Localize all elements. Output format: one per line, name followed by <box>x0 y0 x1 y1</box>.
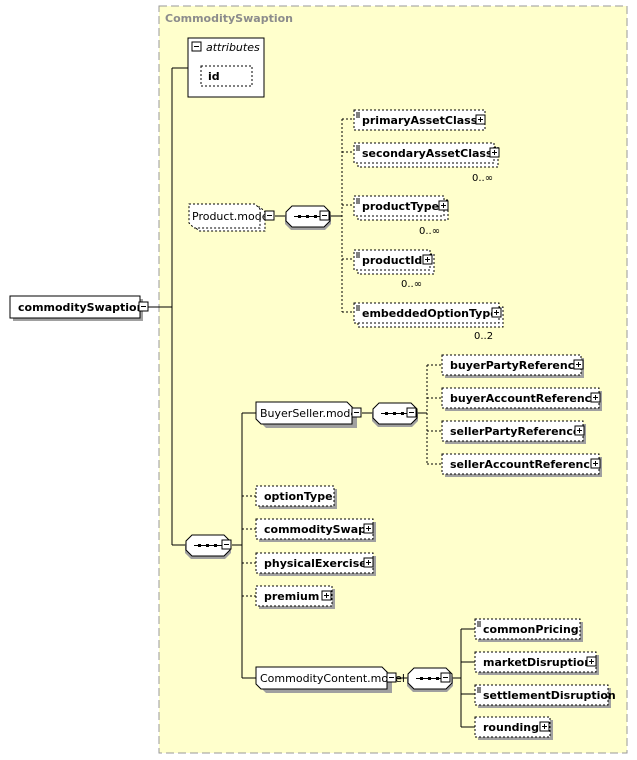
attributes-group: attributes id <box>187 37 265 98</box>
element-buyerAccountReference[interactable]: buyerAccountReference <box>441 387 602 411</box>
commonPricing-label: commonPricing <box>483 623 579 636</box>
element-embeddedOptionType[interactable]: embeddedOptionType 0..2 <box>353 302 504 342</box>
buyer-seller-sequence-compositor <box>372 402 418 427</box>
embeddedOptionType-label: embeddedOptionType <box>362 307 498 320</box>
root-label: commoditySwaption <box>18 301 144 314</box>
product-model-group[interactable]: Product.model <box>188 203 272 232</box>
embeddedOptionType-cardinality: 0..2 <box>474 331 493 342</box>
productId-label: productId <box>362 254 422 267</box>
element-sellerPartyReference[interactable]: sellerPartyReference <box>441 420 586 444</box>
element-marketDisruption[interactable]: marketDisruption <box>474 651 599 675</box>
buyer-seller-sequence-collapse-toggle[interactable] <box>406 407 417 418</box>
root-collapse-toggle[interactable] <box>138 301 149 312</box>
attribute-id[interactable] <box>200 65 253 87</box>
element-sellerAccountReference[interactable]: sellerAccountReference <box>441 453 602 477</box>
sellerAccountReference-label: sellerAccountReference <box>450 458 597 471</box>
element-physicalExercise[interactable]: physicalExercise <box>255 552 376 576</box>
optionType-label: optionType <box>264 490 333 503</box>
element-commoditySwap[interactable]: commoditySwap <box>255 518 376 542</box>
attributes-collapse-toggle[interactable] <box>191 41 202 52</box>
connectors <box>148 67 475 728</box>
product-sequence-collapse-toggle[interactable] <box>319 210 330 221</box>
secondaryAssetClass-label: secondaryAssetClass <box>362 147 493 160</box>
element-productId[interactable]: productId 0..∞ <box>353 249 435 290</box>
productType-cardinality: 0..∞ <box>419 226 440 237</box>
attribute-id-label: id <box>208 70 220 83</box>
attributes-title: attributes <box>206 41 260 54</box>
commodity-content-sequence-collapse-toggle[interactable] <box>440 672 451 683</box>
commodity-content-model-group[interactable]: CommodityContent.model <box>255 666 405 693</box>
buyerAccountReference-label: buyerAccountReference <box>450 392 599 405</box>
root-element[interactable]: commoditySwaption <box>9 295 144 321</box>
physicalExercise-label: physicalExercise <box>264 557 367 570</box>
main-sequence-collapse-toggle[interactable] <box>221 539 232 550</box>
premium-label: premium <box>264 590 319 603</box>
settlementDisruption-label: settlementDisruption <box>483 689 616 702</box>
secondaryAssetClass-cardinality: 0..∞ <box>472 173 493 184</box>
marketDisruption-label: marketDisruption <box>483 656 592 669</box>
element-secondaryAssetClass[interactable]: secondaryAssetClass 0..∞ <box>353 142 500 184</box>
buyer-seller-model-group[interactable]: BuyerSeller.model <box>255 401 360 428</box>
productType-label: productType <box>362 200 439 213</box>
element-buyerPartyReference[interactable]: buyerPartyReference <box>441 354 584 378</box>
sellerPartyReference-label: sellerPartyReference <box>450 425 580 438</box>
commoditySwap-label: commoditySwap <box>264 523 366 536</box>
productId-cardinality: 0..∞ <box>401 279 422 290</box>
container-title: CommoditySwaption <box>165 12 293 25</box>
element-optionType[interactable]: optionType <box>255 485 337 509</box>
buyerPartyReference-label: buyerPartyReference <box>450 359 582 372</box>
product-model-collapse-toggle[interactable] <box>264 210 275 221</box>
buyer-seller-collapse-toggle[interactable] <box>351 407 362 418</box>
product-model-label: Product.model <box>192 210 272 223</box>
commodity-content-model-label: CommodityContent.model <box>260 672 405 685</box>
rounding-label: rounding <box>483 721 539 734</box>
element-primaryAssetClass[interactable]: primaryAssetClass <box>353 109 486 131</box>
primaryAssetClass-label: primaryAssetClass <box>362 114 478 127</box>
element-productType[interactable]: productType 0..∞ <box>353 195 449 237</box>
element-premium[interactable]: premium <box>255 585 335 609</box>
element-settlementDisruption[interactable]: settlementDisruption <box>474 684 616 708</box>
element-rounding[interactable]: rounding <box>474 716 553 740</box>
commodity-content-collapse-toggle[interactable] <box>386 672 397 683</box>
main-sequence-compositor <box>185 534 231 559</box>
element-commonPricing[interactable]: commonPricing <box>474 618 583 642</box>
buyer-seller-model-label: BuyerSeller.model <box>260 407 360 420</box>
